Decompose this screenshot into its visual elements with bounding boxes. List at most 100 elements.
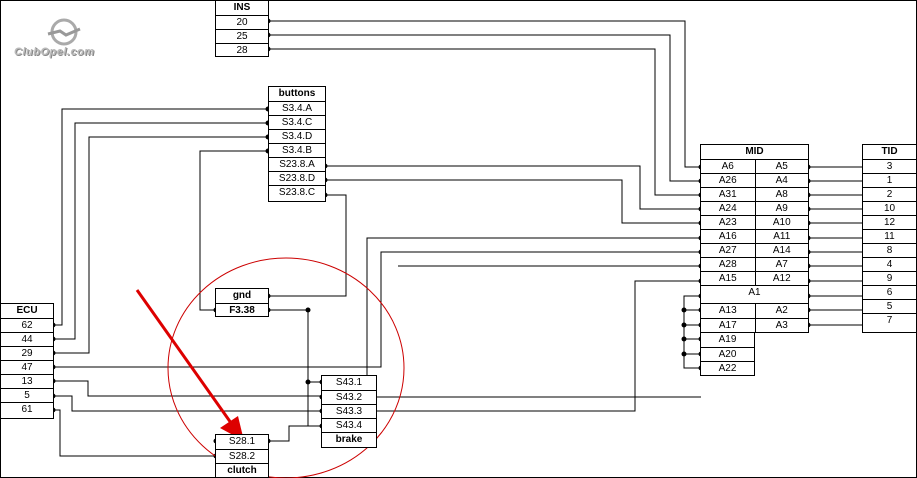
gnd-block: gnd F3.38 xyxy=(215,288,269,317)
wire-s431-s434 xyxy=(307,381,322,427)
tid-pin: 3 xyxy=(863,159,916,173)
ecu-pin: 61 xyxy=(1,402,53,416)
buttons-pin: S23.8.C xyxy=(269,185,325,199)
gnd-pin: F3.38 xyxy=(216,303,268,317)
mid-pin: A12 xyxy=(755,271,808,285)
wire-s34a-ecu62 xyxy=(53,108,268,326)
mid-pin: A14 xyxy=(755,243,808,257)
mid-block: MID A6 A26 A31 A24 A23 A16 A27 A28 A15 A… xyxy=(700,144,809,304)
tid-pin: 2 xyxy=(863,187,916,201)
wire-s281-s434 xyxy=(268,425,322,442)
mid-pin: A22 xyxy=(701,361,754,375)
mid-pin: A8 xyxy=(755,187,808,201)
wire-ins28-a31 xyxy=(268,48,701,196)
wire-s34c-ecu44 xyxy=(53,122,268,340)
highlight-arrow-shaft xyxy=(135,289,238,431)
tid-block: TID 3 1 2 10 12 11 8 4 9 6 5 7 xyxy=(862,144,917,333)
mid-lower-block: A13 A17 A2 A3 xyxy=(700,303,809,333)
buttons-title: buttons xyxy=(278,88,316,99)
ecu-title: ECU xyxy=(16,305,38,316)
wire-s238a-a24 xyxy=(325,165,701,210)
mid-pin: A24 xyxy=(701,201,755,215)
mid-pin: A5 xyxy=(755,159,808,173)
logo-text: ClubOpel.com xyxy=(14,46,95,58)
clutch-pin: S28.1 xyxy=(228,436,256,447)
mid-lower-right-column: A2 A3 xyxy=(755,304,808,332)
mid-extra-block: A19 A20 A22 xyxy=(700,332,755,376)
ins-title: INS xyxy=(233,2,251,13)
mid-pin: A31 xyxy=(701,187,755,201)
ecu-pin: 47 xyxy=(1,360,53,374)
tid-pin: 7 xyxy=(863,313,916,327)
brake-pin: S43.1 xyxy=(335,377,363,388)
mid-left-column: A6 A26 A31 A24 A23 A16 A27 A28 A15 xyxy=(701,159,756,285)
tid-pin: 4 xyxy=(863,257,916,271)
brake-block: S43.1 S43.2 S43.3 S43.4 brake xyxy=(321,375,377,448)
mid-pin: A10 xyxy=(755,215,808,229)
wire-s34b-f338 xyxy=(199,150,268,311)
ins-pin: 20 xyxy=(216,15,268,29)
mid-title: MID xyxy=(745,146,764,157)
mid-pin: A26 xyxy=(701,173,755,187)
clutch-block: S28.1 S28.2 clutch xyxy=(215,434,269,478)
mid-pin: A11 xyxy=(755,229,808,243)
clubopel-logo xyxy=(10,12,120,62)
wire-ins20-a6 xyxy=(268,20,701,168)
wire-s34d-ecu29 xyxy=(53,136,268,354)
wire-ecu47-a27 xyxy=(53,251,701,368)
mid-pin: A23 xyxy=(701,215,755,229)
ecu-pin: 13 xyxy=(1,374,53,388)
opel-emblem-icon xyxy=(47,18,81,46)
mid-pin: A15 xyxy=(701,271,755,285)
ins-pin: 28 xyxy=(216,43,268,57)
ecu-block: ECU 62 44 29 47 13 5 61 xyxy=(0,303,54,419)
wire-ecu5-s433 xyxy=(53,395,322,412)
mid-pin: A13 xyxy=(718,305,737,316)
wire-ecu13 xyxy=(53,380,701,398)
ecu-pin: 62 xyxy=(1,318,53,332)
buttons-pin: S3.4.D xyxy=(269,129,325,143)
gnd-title: gnd xyxy=(232,290,252,301)
wire-ecu61-s282 xyxy=(53,409,216,457)
buttons-pin: S23.8.D xyxy=(269,171,325,185)
wire-s433-a15 xyxy=(376,280,701,412)
mid-pin: A6 xyxy=(701,159,755,173)
brake-pin: S43.4 xyxy=(322,418,376,432)
wire-s432-a16 xyxy=(366,237,701,398)
ins-block: INS 20 25 28 xyxy=(215,0,269,57)
mid-pin: A3 xyxy=(755,318,808,332)
mid-pin: A19 xyxy=(718,334,737,345)
mid-lower-left-column: A13 A17 xyxy=(701,304,756,332)
tid-title: TID xyxy=(881,146,898,157)
wire-f338-brake xyxy=(268,309,309,382)
brake-pin: S43.3 xyxy=(322,404,376,418)
highlight-circle xyxy=(167,257,405,478)
tid-pin: 12 xyxy=(863,215,916,229)
buttons-pin: S3.4.C xyxy=(269,115,325,129)
buttons-pin: S3.4.B xyxy=(269,143,325,157)
mid-pin: A27 xyxy=(701,243,755,257)
brake-pin: S43.2 xyxy=(322,390,376,404)
clutch-title: clutch xyxy=(216,463,268,477)
mid-pin: A7 xyxy=(755,257,808,271)
brake-title: brake xyxy=(322,432,376,446)
mid-right-column: A5 A4 A8 A9 A10 A11 A14 A7 A12 xyxy=(755,159,808,285)
mid-pin-columns: A6 A26 A31 A24 A23 A16 A27 A28 A15 A5 A4… xyxy=(701,159,808,285)
mid-lower-columns: A13 A17 A2 A3 xyxy=(701,304,808,332)
tid-pin: 1 xyxy=(863,173,916,187)
tid-pin: 6 xyxy=(863,285,916,299)
wire-s238c-gnd xyxy=(268,194,347,297)
buttons-block: buttons S3.4.A S3.4.C S3.4.D S3.4.B S23.… xyxy=(268,86,326,202)
buttons-pin: S23.8.A xyxy=(269,157,325,171)
tid-pin: 8 xyxy=(863,243,916,257)
mid-pin: A16 xyxy=(701,229,755,243)
mid-pin: A9 xyxy=(755,201,808,215)
mid-pin: A4 xyxy=(755,173,808,187)
wire-a1-bus xyxy=(683,295,701,369)
buttons-pin: S3.4.A xyxy=(269,101,325,115)
mid-pin: A2 xyxy=(775,305,788,316)
ecu-pin: 44 xyxy=(1,332,53,346)
ecu-pin: 29 xyxy=(1,346,53,360)
mid-pin-a1: A1 xyxy=(701,285,808,299)
tid-pin: 10 xyxy=(863,201,916,215)
